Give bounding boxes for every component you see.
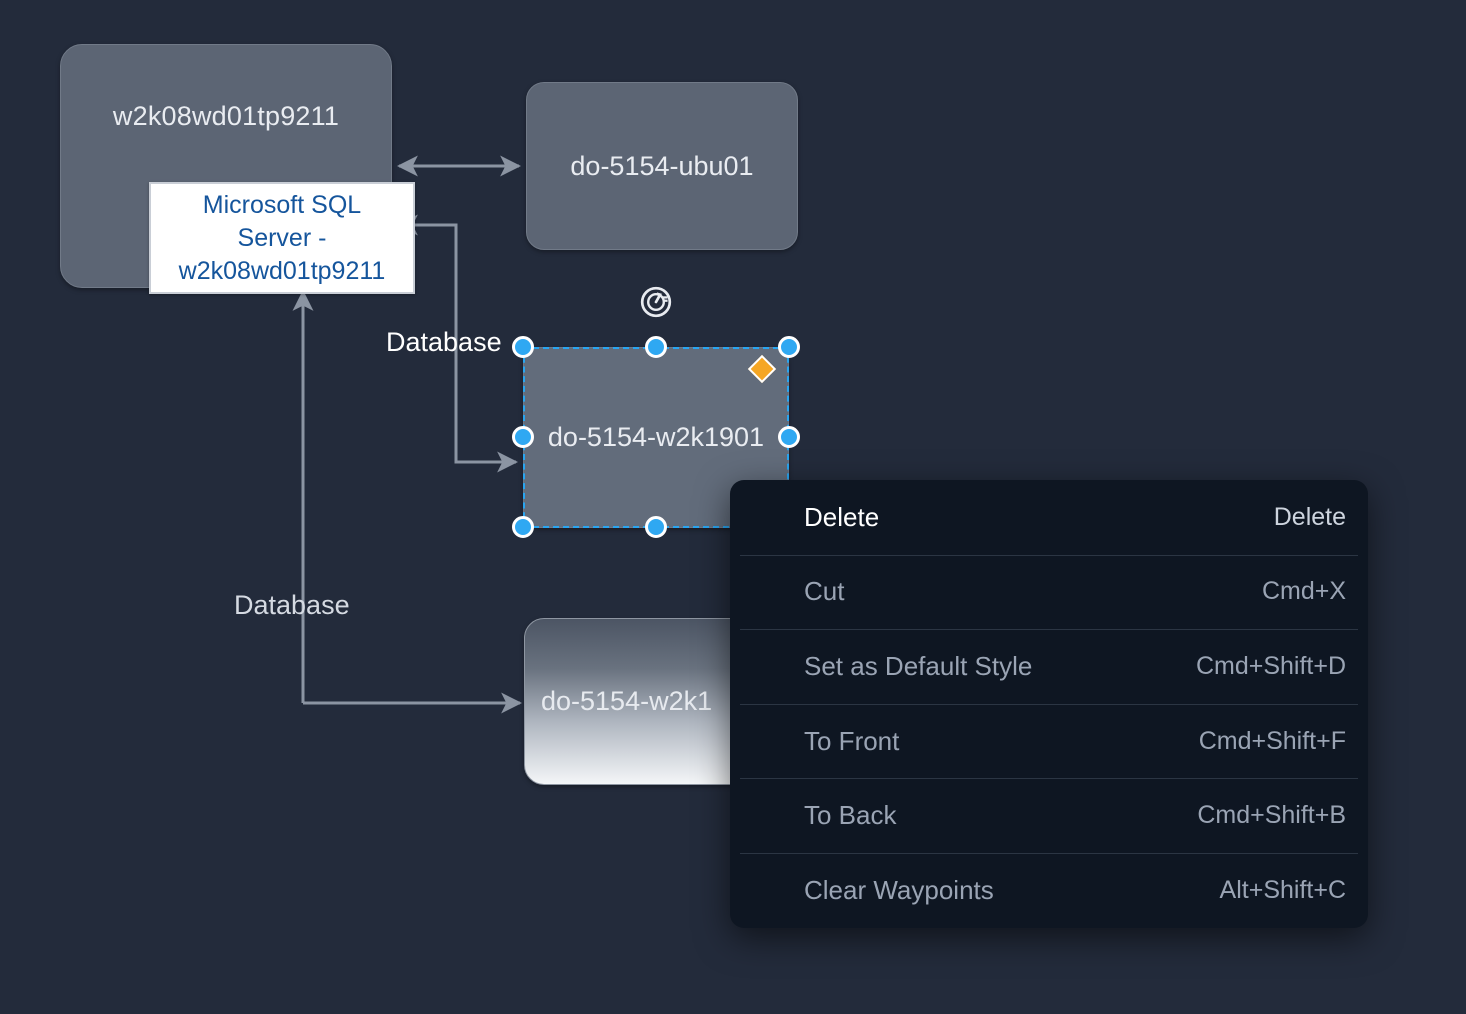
menu-item-shortcut: Cmd+X <box>1261 577 1346 606</box>
menu-item-label: Set as Default Style <box>804 650 1033 681</box>
edge-label-database-2: Database <box>234 590 350 620</box>
node-do-5154-w2k1901[interactable]: do-5154-w2k1901 <box>523 347 789 528</box>
edge-label-database-1: Database <box>386 327 502 357</box>
node-label-w2k1: do-5154-w2k1 <box>541 686 713 716</box>
menu-item-label: Delete <box>804 501 880 532</box>
menu-item-shortcut: Cmd+Shift+D <box>1195 651 1346 680</box>
node-container-w2k08wd01tp9211[interactable]: w2k08wd01tp9211 Microsoft SQL Server - w… <box>60 44 415 294</box>
menu-item-shortcut: Cmd+Shift+B <box>1197 801 1346 830</box>
handle-top-left[interactable] <box>512 336 534 358</box>
context-menu[interactable]: Delete Delete Cut Cmd+X Set as Default S… <box>730 480 1368 928</box>
handle-top-right[interactable] <box>778 336 800 358</box>
node-microsoft-sql-server[interactable]: Microsoft SQL Server - w2k08wd01tp9211 <box>149 182 415 294</box>
handle-bottom-left[interactable] <box>512 516 534 538</box>
menu-item-set-as-default-style[interactable]: Set as Default Style Cmd+Shift+D <box>730 629 1368 704</box>
handle-top-center[interactable] <box>645 336 667 358</box>
menu-item-to-front[interactable]: To Front Cmd+Shift+F <box>730 703 1368 779</box>
node-label-ubu01: do-5154-ubu01 <box>570 150 754 181</box>
handle-middle-left[interactable] <box>512 426 534 448</box>
menu-item-label: To Front <box>804 725 900 756</box>
menu-item-shortcut: Cmd+Shift+F <box>1198 726 1346 755</box>
menu-item-shortcut: Delete <box>1273 502 1346 531</box>
menu-item-shortcut: Alt+Shift+C <box>1219 875 1346 904</box>
menu-item-label: To Back <box>804 800 897 831</box>
menu-item-clear-waypoints[interactable]: Clear Waypoints Alt+Shift+C <box>730 852 1368 928</box>
menu-item-cut[interactable]: Cut Cmd+X <box>730 554 1368 630</box>
menu-item-to-back[interactable]: To Back Cmd+Shift+B <box>730 778 1368 853</box>
node-label-sql-server: Microsoft SQL Server - w2k08wd01tp9211 <box>178 190 386 285</box>
menu-item-label: Cut <box>804 576 845 607</box>
rotate-icon[interactable] <box>638 284 674 320</box>
menu-item-label: Clear Waypoints <box>804 874 994 905</box>
menu-item-delete[interactable]: Delete Delete <box>730 480 1368 555</box>
node-label-w2k1901: do-5154-w2k1901 <box>547 422 765 452</box>
handle-middle-right[interactable] <box>778 426 800 448</box>
container-title: w2k08wd01tp9211 <box>112 101 340 131</box>
handle-bottom-center[interactable] <box>645 516 667 538</box>
node-do-5154-ubu01[interactable]: do-5154-ubu01 <box>526 82 798 250</box>
